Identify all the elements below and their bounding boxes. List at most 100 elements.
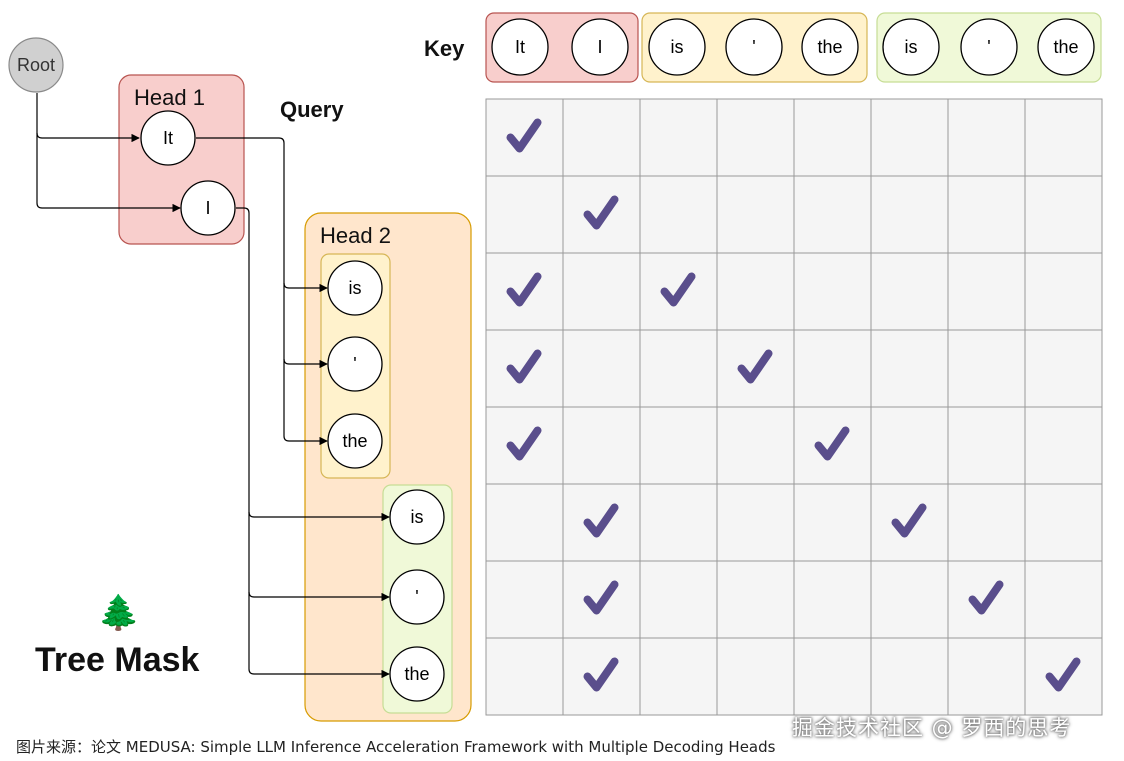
query-node-the-1: the — [327, 413, 383, 469]
mask-cell — [639, 175, 718, 254]
key-node-3: ' — [725, 18, 783, 76]
key-token-label: ' — [987, 37, 990, 57]
mask-cell — [1024, 98, 1103, 177]
mask-cell — [1024, 483, 1103, 562]
key-token-label: I — [597, 37, 602, 57]
key-node-4: the — [801, 18, 859, 76]
tree-edges — [36, 93, 390, 679]
svg-text:I: I — [205, 198, 210, 218]
checkmark-icon — [583, 580, 619, 615]
mask-cell — [1024, 560, 1103, 639]
mask-cell — [1024, 406, 1103, 485]
query-node-is-1: is — [327, 260, 383, 316]
checkmark-icon — [506, 349, 542, 384]
key-node-6: ' — [960, 18, 1018, 76]
mask-cell — [947, 252, 1026, 331]
tree-icon: 🌲 — [98, 593, 140, 633]
key-node-5: is — [882, 18, 940, 76]
key-token-label: ' — [752, 37, 755, 57]
query-node-it: It — [140, 110, 196, 166]
svg-text:the: the — [342, 431, 367, 451]
query-node-i: I — [180, 180, 236, 236]
edge-i-head2-the — [248, 592, 390, 679]
mask-cell — [947, 329, 1026, 408]
mask-cell — [716, 637, 795, 716]
mask-cell — [639, 406, 718, 485]
mask-cell — [793, 637, 872, 716]
key-token-label: the — [1053, 37, 1078, 57]
mask-cell — [562, 252, 641, 331]
checkmark-icon — [660, 272, 696, 307]
mask-cell — [485, 175, 564, 254]
mask-cell — [793, 329, 872, 408]
key-token-label: the — [817, 37, 842, 57]
checkmark-icon — [583, 195, 619, 230]
checkmark-icon — [506, 118, 542, 153]
mask-cell — [793, 560, 872, 639]
checkmark-icon — [968, 580, 1004, 615]
mask-cell — [793, 175, 872, 254]
mask-grid — [485, 98, 1103, 716]
mask-cell — [639, 483, 718, 562]
mask-cell — [716, 483, 795, 562]
checkmark-icon — [737, 349, 773, 384]
query-node-apos-1: ' — [327, 336, 383, 392]
checkmark-icon — [1045, 657, 1081, 692]
key-token-label: is — [671, 37, 684, 57]
mask-cell — [947, 406, 1026, 485]
mask-cell — [716, 98, 795, 177]
mask-cell — [639, 98, 718, 177]
edge-it-head2-the — [283, 359, 328, 446]
mask-cell — [793, 252, 872, 331]
key-node-7: the — [1037, 18, 1095, 76]
mask-cell — [716, 252, 795, 331]
checkmark-icon — [583, 657, 619, 692]
query-nodes: It I is ' the is ' the — [140, 110, 445, 702]
mask-cell — [716, 175, 795, 254]
mask-cell — [947, 637, 1026, 716]
figure-caption: 图片来源：论文 MEDUSA: Simple LLM Inference Acc… — [16, 738, 776, 756]
key-token-label: It — [515, 37, 525, 57]
mask-cell — [947, 98, 1026, 177]
mask-cell — [793, 483, 872, 562]
key-label: Key — [424, 36, 465, 61]
svg-text:is: is — [349, 278, 362, 298]
mask-cell — [485, 637, 564, 716]
svg-text:the: the — [404, 664, 429, 684]
mask-cell — [1024, 329, 1103, 408]
query-label: Query — [280, 97, 344, 122]
mask-cell — [1024, 252, 1103, 331]
mask-cell — [793, 98, 872, 177]
mask-cell — [1024, 175, 1103, 254]
checkmark-icon — [814, 426, 850, 461]
tree-mask-title: Tree Mask — [35, 641, 200, 679]
svg-text:is: is — [411, 507, 424, 527]
watermark: 掘金技术社区 @ 罗西的思考 — [792, 716, 1072, 740]
edge-it-head2-is — [196, 137, 328, 293]
edge-i-head2-is — [236, 207, 390, 522]
mask-cell — [870, 560, 949, 639]
mask-cell — [562, 329, 641, 408]
key-node-1: I — [571, 18, 629, 76]
query-node-the-2: the — [389, 646, 445, 702]
mask-cell — [562, 406, 641, 485]
mask-cell — [870, 329, 949, 408]
mask-cell — [870, 406, 949, 485]
checkmark-icon — [506, 272, 542, 307]
key-node-0: It — [491, 18, 549, 76]
mask-cell — [870, 252, 949, 331]
checkmark-icon — [583, 503, 619, 538]
mask-cell — [947, 483, 1026, 562]
root-node: Root — [8, 37, 64, 93]
mask-cell — [485, 483, 564, 562]
mask-checks — [506, 118, 1081, 692]
checkmark-icon — [506, 426, 542, 461]
head1-label: Head 1 — [134, 85, 205, 110]
svg-text:': ' — [415, 587, 418, 607]
mask-cell — [947, 175, 1026, 254]
key-token-label: is — [905, 37, 918, 57]
mask-cell — [870, 637, 949, 716]
mask-cell — [639, 329, 718, 408]
